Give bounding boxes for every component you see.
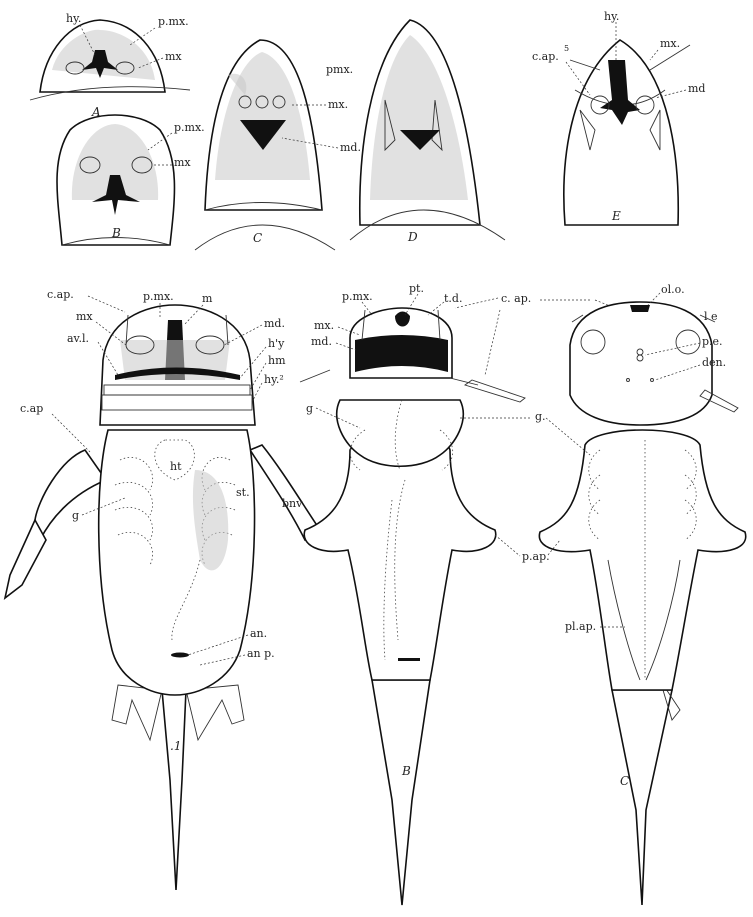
- big-b-body: [304, 435, 496, 680]
- label-bc-pap: p.ap.: [522, 550, 550, 563]
- label-c-md: md.: [340, 141, 361, 154]
- label-b-mx: mx: [174, 156, 191, 169]
- label-c-mx: mx.: [328, 98, 348, 111]
- label-a-pmx: p.mx.: [158, 15, 189, 28]
- label-b-pmx: p.mx.: [174, 121, 205, 134]
- big-c-head: [570, 302, 712, 425]
- label-bb-pmx: p.mx.: [342, 290, 373, 303]
- label-ba-m: m: [202, 292, 213, 305]
- label-ba-avl: av.l.: [67, 332, 89, 345]
- label-bc-pe: p.e.: [702, 335, 723, 348]
- fig-top-b: B: [111, 226, 121, 240]
- fig-big-a: .1: [170, 739, 181, 753]
- label-a-mx: mx: [165, 50, 182, 63]
- fig-top-e: E: [611, 209, 621, 223]
- label-a-hy: hy.: [66, 12, 81, 25]
- label-ba-anp: an p.: [247, 647, 275, 660]
- fig-top-a: A: [91, 105, 101, 119]
- label-bc-olo: ol.o.: [661, 283, 685, 296]
- label-ba-mx: mx: [76, 310, 93, 323]
- label-bc-plap: pl.ap.: [565, 620, 596, 633]
- big-a-right-appendage: [250, 445, 320, 540]
- fig-top-c: C: [253, 231, 262, 245]
- label-ba-g: g: [72, 509, 79, 522]
- big-a-left-appendage: [35, 450, 106, 540]
- label-bb-td: t.d.: [444, 292, 462, 305]
- big-a-tail: [162, 690, 186, 890]
- label-bc-g: g.: [535, 410, 546, 423]
- label-bb-md: md.: [311, 335, 332, 348]
- big-figure-c: [539, 302, 745, 905]
- big-b-tail: [372, 680, 430, 905]
- label-ba-hy: h'y: [268, 337, 285, 350]
- label-ba-bnv: bnv: [282, 497, 303, 510]
- fig-big-c: C: [620, 774, 629, 788]
- label-c-pmx: pmx.: [326, 63, 353, 76]
- label-ba-cap2: c.ap: [20, 402, 43, 415]
- label-bb-cap: c. ap.: [501, 292, 531, 305]
- label-bb-g: g: [306, 402, 313, 415]
- label-ba-hy2: hy.²: [264, 373, 284, 386]
- label-e-cap-sup: 5: [564, 44, 569, 53]
- big-figure-b: [300, 308, 525, 905]
- label-ba-an: an.: [250, 627, 267, 640]
- top-figure-d: [350, 20, 505, 240]
- label-ba-md: md.: [264, 317, 285, 330]
- label-e-hy: hy.: [604, 10, 619, 23]
- label-e-mx: mx.: [660, 37, 680, 50]
- big-figure-a: [5, 305, 320, 890]
- fig-top-d: D: [407, 230, 418, 244]
- label-e-cap: c.ap.: [532, 50, 559, 63]
- label-e-md: md: [688, 82, 705, 95]
- label-ba-st: st.: [236, 486, 250, 499]
- label-bc-den: den.: [702, 356, 726, 369]
- top-figure-c: [195, 40, 335, 250]
- big-c-tail: [612, 690, 672, 905]
- label-ba-hm: hm: [268, 354, 286, 367]
- big-c-body: [539, 430, 745, 690]
- label-ba-pmx: p.mx.: [143, 290, 174, 303]
- label-ba-ht: ht: [170, 460, 182, 473]
- label-bb-mx: mx.: [314, 319, 334, 332]
- fig-big-b: B: [401, 764, 411, 778]
- top-figure-e: [564, 40, 690, 225]
- label-ba-cap: c.ap.: [47, 288, 74, 301]
- label-bc-le: l e: [704, 310, 718, 323]
- label-bb-pt: pt.: [409, 282, 424, 295]
